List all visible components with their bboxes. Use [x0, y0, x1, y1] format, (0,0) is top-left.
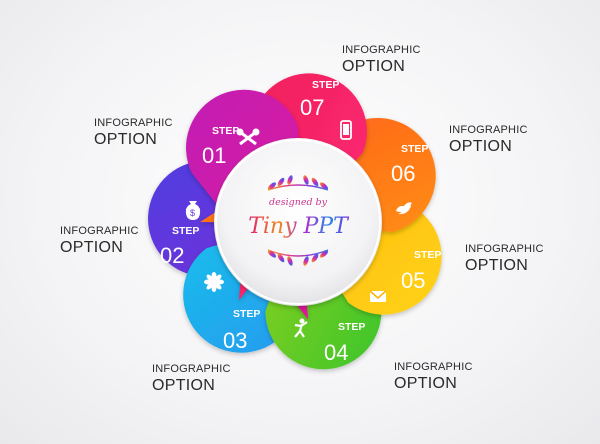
center-line2: Tiny PPT [248, 214, 350, 239]
step-number: 06 [391, 161, 415, 186]
svg-text:$: $ [190, 208, 195, 218]
step-word: STEP [172, 225, 199, 237]
flower-icon [204, 272, 224, 292]
step-number: 07 [300, 95, 324, 120]
envelope-icon [369, 290, 387, 302]
money-bag-icon: $ [185, 201, 201, 220]
center-line1: designed by [269, 197, 328, 208]
step-number: 05 [401, 268, 425, 293]
phone-icon [340, 120, 352, 140]
step-word: STEP [414, 249, 441, 261]
step-word: STEP [338, 321, 365, 333]
step-word: STEP [233, 308, 260, 320]
step-number: 04 [324, 340, 348, 365]
tools-icon [236, 128, 260, 146]
step-number: 02 [160, 243, 184, 268]
step-number: 03 [223, 328, 247, 353]
step-word: STEP [212, 125, 239, 137]
climber-icon [294, 318, 308, 338]
laurel-top-icon [267, 175, 329, 191]
bird-icon [396, 202, 412, 215]
laurel-bottom-icon [267, 249, 329, 266]
step-word: STEP [312, 79, 339, 91]
center-badge: designed by Tiny PPT [214, 138, 382, 306]
step-word: STEP [401, 143, 428, 155]
step-number: 01 [202, 143, 226, 168]
